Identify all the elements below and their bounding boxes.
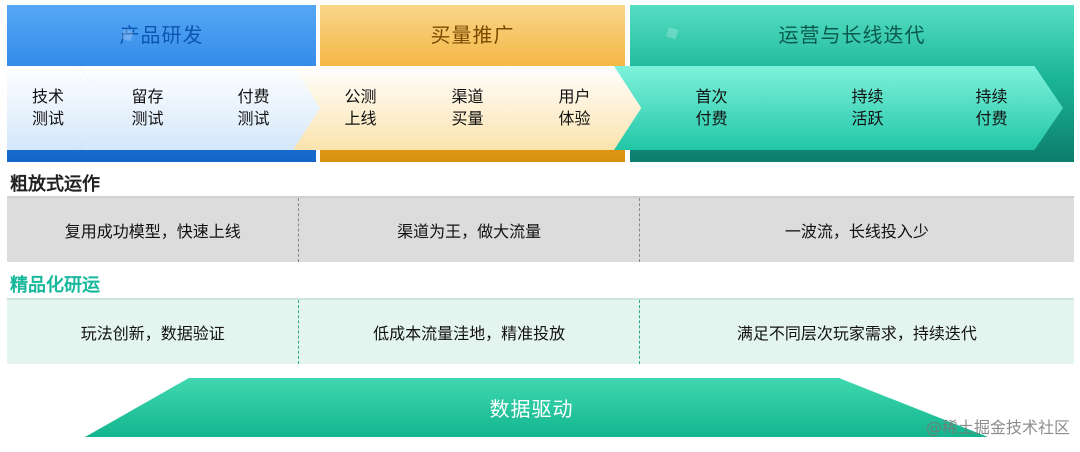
row-band-refined: 玩法创新，数据验证 低成本流量洼地，精准投放 满足不同层次玩家需求，持续迭代: [7, 298, 1074, 364]
row-band-extensive: 复用成功模型，快速上线 渠道为王，做大流量 一波流，长线投入少: [7, 196, 1074, 262]
row-cell: 一波流，长线投入少: [638, 198, 1074, 262]
step-label: 用户 体验: [558, 87, 591, 128]
row-cell: 复用成功模型，快速上线: [64, 222, 241, 241]
phase-title: 运营与长线迭代: [778, 23, 926, 47]
step-label: 渠道 买量: [451, 87, 484, 128]
row-cell: 玩法创新，数据验证: [80, 324, 225, 343]
row-cell: 低成本流量洼地，精准投放: [298, 300, 638, 364]
step-label: 首次 付费: [695, 87, 728, 128]
phase-title: 产品研发: [119, 23, 204, 47]
phase-title: 买量推广: [430, 23, 515, 47]
step-label: 持续 付费: [975, 87, 1008, 128]
step-label: 持续 活跃: [851, 87, 884, 128]
row-cell: 满足不同层次玩家需求，持续迭代: [638, 300, 1074, 364]
step-label: 付费 测试: [237, 87, 270, 128]
step-label: 公测 上线: [344, 87, 377, 128]
base-label: 数据驱动: [489, 397, 574, 421]
data-driven-base: 数据驱动: [85, 378, 988, 437]
row-label-refined: 精品化研运: [10, 275, 100, 296]
step-label: 技术 测试: [31, 87, 64, 128]
row-label-extensive: 粗放式运作: [10, 174, 100, 195]
row-cell: 渠道为王，做大流量: [298, 198, 638, 262]
step-first-payment: 首次 付费: [614, 66, 809, 150]
footer-credit: @稀土掘金技术社区: [925, 418, 1070, 437]
step-label: 留存 测试: [131, 87, 164, 128]
